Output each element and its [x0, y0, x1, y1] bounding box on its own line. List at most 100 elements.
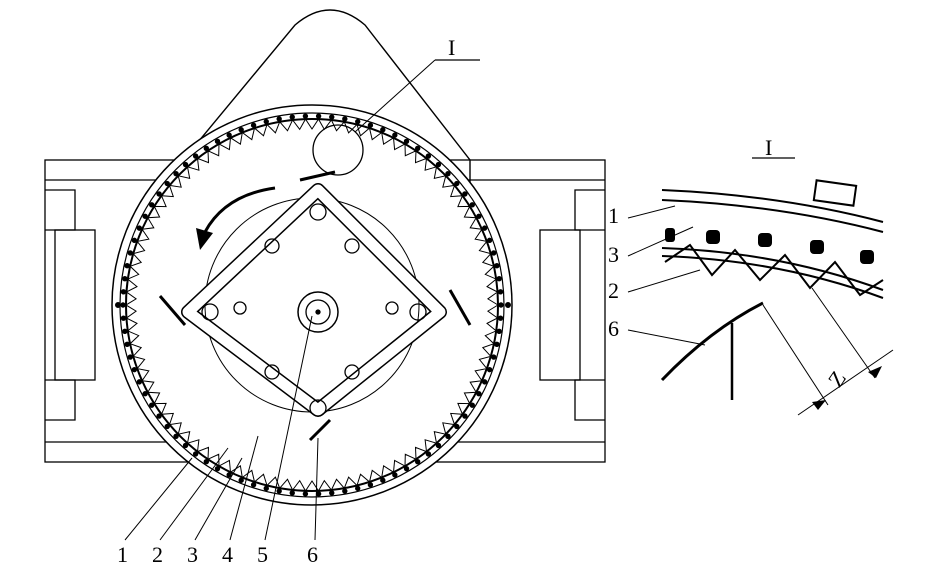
rasp-tooth: [136, 225, 143, 231]
rasp-tooth: [355, 485, 361, 492]
rasp-teeth: [120, 113, 504, 497]
rasp-tooth: [403, 465, 410, 472]
rasp-tooth: [462, 413, 468, 419]
rasp-tooth: [214, 465, 221, 472]
rasp-tooth: [486, 366, 493, 373]
rasp-tooth: [192, 451, 199, 457]
rasp-tooth: [329, 114, 335, 120]
rasp-tooth: [425, 451, 432, 457]
rasp-tooth: [173, 171, 179, 177]
rasp-tooth: [302, 113, 309, 119]
rasp-tooth: [122, 328, 128, 335]
rasp-tooth: [156, 191, 162, 197]
rasp-tooth: [469, 202, 475, 208]
detail-circle: [312, 124, 364, 176]
drum: [111, 104, 513, 506]
detail-view: I 1 3: [608, 135, 894, 416]
label-2: 2: [152, 542, 163, 567]
rasp-tooth: [142, 213, 148, 219]
rasp-tooth: [497, 289, 504, 295]
rasp-tooth: [462, 191, 468, 197]
rasp-tooth: [127, 354, 134, 360]
rasp-tooth: [124, 341, 130, 347]
hopper: [148, 9, 471, 201]
rasp-tooth: [367, 482, 374, 488]
rasp-tooth: [435, 161, 442, 168]
teeth-profile: [125, 118, 499, 492]
label-6: 6: [307, 542, 318, 567]
rasp-tooth: [226, 472, 232, 478]
rasp-tooth: [403, 138, 410, 145]
rasp-tooth: [454, 423, 460, 430]
label-4: 4: [222, 542, 233, 567]
detail-marker: I: [448, 35, 455, 60]
rasp-tooth: [367, 122, 374, 128]
rasp-tooth: [494, 263, 500, 269]
leader-lines: [124, 315, 319, 541]
rasp-tooth: [496, 275, 502, 282]
rasp-tooth: [149, 402, 155, 408]
rasp-tooth: [496, 328, 502, 335]
rasp-tooth: [124, 263, 130, 269]
rasp-tooth: [435, 442, 442, 449]
detail-label-6: 6: [608, 316, 619, 341]
rasp-tooth: [392, 472, 398, 478]
rasp-tooth: [380, 477, 386, 483]
label-1: 1: [117, 542, 128, 567]
rasp-tooth: [263, 118, 269, 125]
detail-label-1: 1: [608, 203, 619, 228]
rasp-tooth: [164, 180, 170, 187]
rasp-tooth: [142, 391, 148, 397]
rasp-tooth: [302, 491, 309, 497]
label-3: 3: [187, 542, 198, 567]
rasp-tooth: [476, 213, 482, 219]
rasp-tooth: [149, 202, 155, 208]
rasp-tooth: [289, 114, 295, 120]
rasp-tooth: [481, 379, 488, 385]
rasp-tooth: [238, 127, 244, 133]
rasp-tooth: [445, 171, 451, 177]
rasp-tooth: [414, 458, 421, 465]
rasp-tooth: [425, 153, 432, 159]
rasp-tooth: [226, 132, 232, 138]
rasp-tooth: [490, 250, 497, 256]
rasp-tooth: [120, 302, 126, 308]
detail-label-2: 2: [608, 278, 619, 303]
rasp-tooth: [454, 180, 460, 187]
rasp-tooth: [476, 391, 482, 397]
rasp-tooth: [486, 237, 493, 244]
rasp-tooth: [120, 289, 127, 295]
rasp-tooth: [276, 116, 282, 122]
rasp-tooth: [120, 315, 127, 321]
rasp-tooth: [136, 379, 143, 385]
rasp-tooth: [498, 302, 504, 308]
rasp-tooth: [250, 122, 257, 128]
rasp-tooth: [315, 491, 322, 497]
detail-label-3: 3: [608, 242, 619, 267]
rasp-tooth: [445, 433, 451, 439]
dimension-z: Z: [823, 366, 851, 391]
rasp-tooth: [497, 315, 504, 321]
rasp-tooth: [182, 442, 189, 449]
label-5: 5: [257, 542, 268, 567]
rasp-tooth: [127, 250, 134, 256]
rasp-tooth: [276, 488, 282, 494]
rasp-tooth: [289, 490, 295, 496]
rasp-tooth: [250, 482, 257, 488]
rasp-tooth: [342, 488, 348, 494]
rasp-tooth: [122, 275, 128, 282]
rasp-tooth: [414, 145, 421, 152]
rasp-tooth: [342, 116, 348, 122]
rasp-tooth: [164, 423, 170, 430]
rasp-tooth: [481, 225, 488, 231]
rasp-tooth: [494, 341, 500, 347]
rasp-tooth: [380, 127, 386, 133]
rasp-tooth: [329, 490, 335, 496]
rasp-tooth: [238, 477, 244, 483]
rasp-tooth: [182, 161, 189, 168]
rasp-tooth: [131, 366, 138, 373]
rasp-tooth: [192, 153, 199, 159]
rasp-tooth: [156, 413, 162, 419]
detail-title: I: [765, 135, 772, 160]
